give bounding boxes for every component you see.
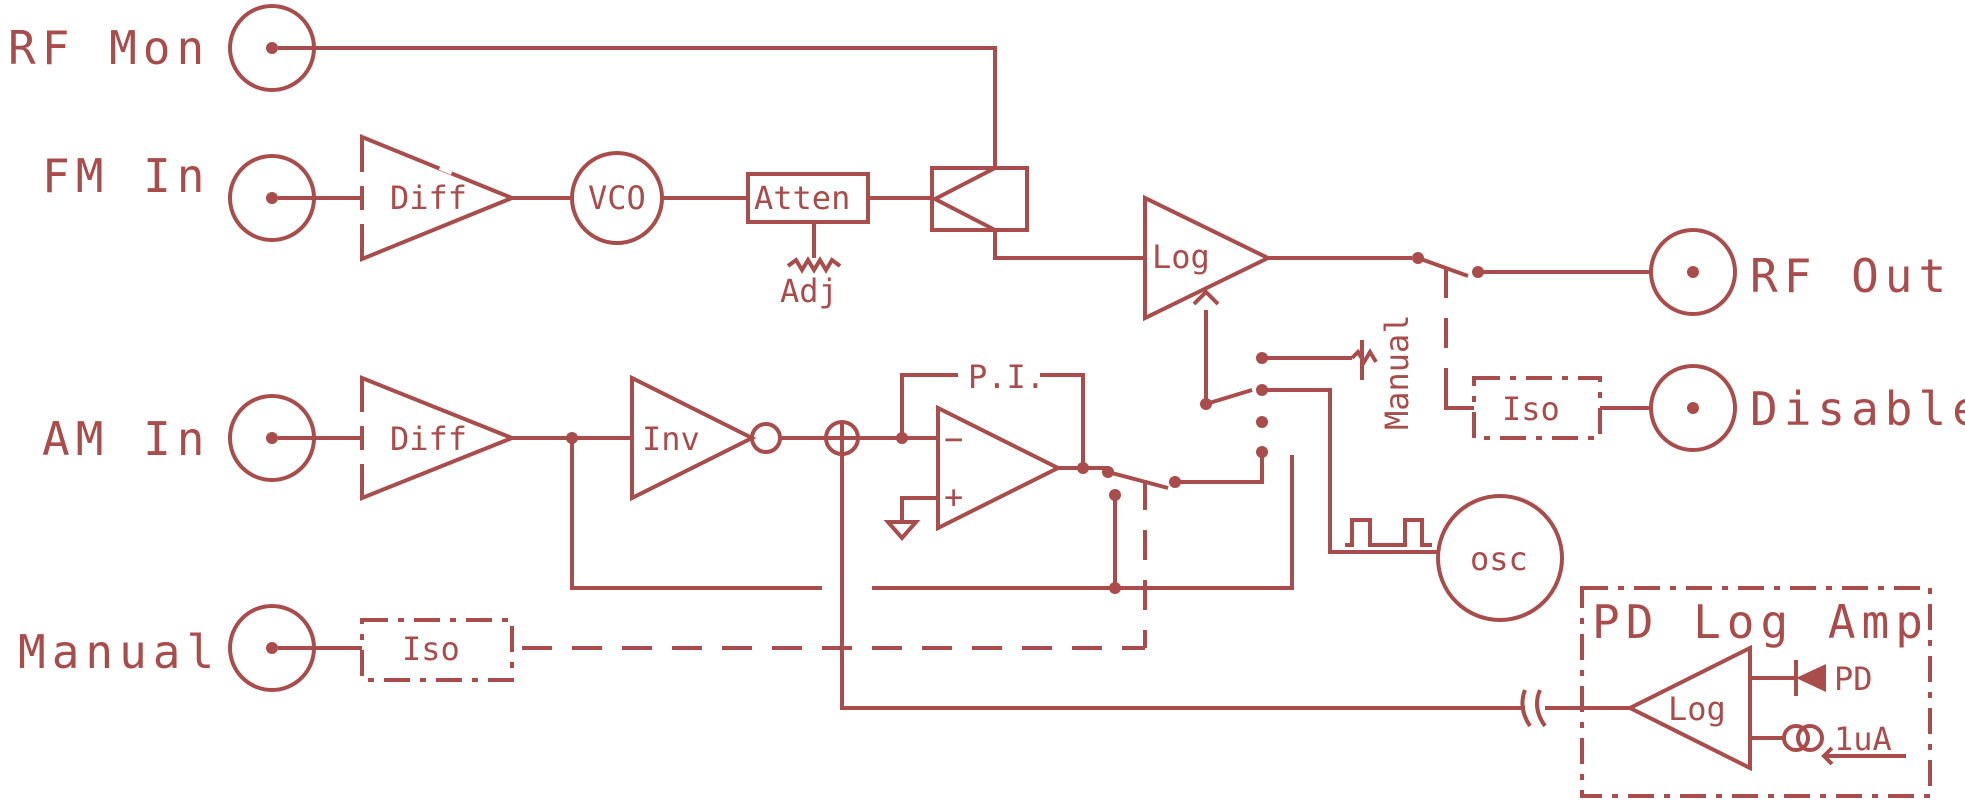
rf-mon-wire bbox=[278, 46, 997, 168]
disable-label: Disable bbox=[1750, 382, 1965, 436]
disable-iso-left-wire bbox=[1444, 380, 1474, 410]
pd-log-amp-box bbox=[1580, 586, 1932, 798]
manual-pot-label: Manual bbox=[1378, 314, 1416, 430]
splitter-to-log-wire bbox=[993, 230, 1145, 260]
pd-log-amp bbox=[1625, 644, 1752, 772]
rf-mon-label: RF Mon bbox=[8, 21, 210, 75]
disable-connector-icon bbox=[1649, 364, 1737, 452]
log-amp-control-arrow bbox=[1192, 289, 1220, 400]
opamp-minus-label: − bbox=[944, 420, 963, 458]
ground-icon bbox=[883, 520, 921, 542]
hold-bus-wire bbox=[872, 455, 1294, 590]
current-source-label: 1uA bbox=[1834, 720, 1892, 758]
iso-manual-label: Iso bbox=[402, 630, 460, 668]
photodiode-icon bbox=[1796, 664, 1826, 692]
opamp-plus-label: + bbox=[944, 478, 963, 516]
opamp-ground-wire bbox=[900, 496, 938, 522]
diff-amp-am bbox=[360, 375, 518, 501]
pi-feedback-wire bbox=[900, 373, 958, 438]
mode-selector-switch bbox=[1200, 352, 1268, 458]
pi-label: P.I. bbox=[968, 358, 1045, 396]
diff-amp-am-label: Diff bbox=[390, 420, 467, 458]
rf-out-label: RF Out bbox=[1750, 249, 1952, 303]
atten-label: Atten bbox=[754, 179, 850, 217]
log-amp-main-label: Log bbox=[1152, 238, 1210, 276]
pd-feedback-wire bbox=[840, 454, 1525, 710]
log-amp-main bbox=[1143, 194, 1273, 322]
pd-log-amp-label: Log bbox=[1668, 690, 1726, 728]
vco-label: VCO bbox=[588, 179, 646, 217]
manual-label: Manual bbox=[18, 625, 220, 679]
pi-feedback-wire-right bbox=[1040, 373, 1085, 468]
adj-label: Adj bbox=[780, 272, 838, 310]
selector-osc-wire bbox=[1262, 388, 1438, 554]
rf-splitter-block bbox=[930, 166, 1029, 232]
square-wave-icon bbox=[1345, 518, 1432, 547]
pd-log-amp-title: PD Log Amp bbox=[1592, 595, 1929, 649]
osc-block bbox=[1436, 494, 1564, 622]
current-source-icon bbox=[1782, 724, 1824, 752]
pi-to-selector-wire bbox=[1175, 452, 1264, 484]
manual-pot-icon bbox=[1350, 340, 1378, 380]
diff-amp-fm bbox=[360, 134, 518, 262]
iso-manual-block bbox=[360, 618, 514, 682]
rf-out-connector-icon bbox=[1649, 228, 1737, 316]
diff-amp-fm-label: Diff bbox=[390, 179, 467, 217]
iso-disable-label: Iso bbox=[1502, 390, 1560, 428]
fm-in-label: FM In bbox=[42, 149, 210, 203]
inverter-amp bbox=[630, 374, 757, 502]
current-source-underline bbox=[1821, 746, 1906, 766]
am-feedback-wire bbox=[570, 438, 822, 590]
pd-label: PD bbox=[1834, 660, 1873, 698]
osc-label: osc bbox=[1470, 540, 1528, 578]
adj-resistor-icon bbox=[786, 256, 842, 274]
summing-junction-icon bbox=[824, 420, 860, 456]
cable-break-icon bbox=[1520, 689, 1547, 728]
opamp-out-dot bbox=[1077, 462, 1089, 474]
pi-opamp bbox=[936, 404, 1063, 532]
am-in-label: AM In bbox=[42, 412, 210, 466]
inv-label: Inv bbox=[642, 420, 700, 458]
